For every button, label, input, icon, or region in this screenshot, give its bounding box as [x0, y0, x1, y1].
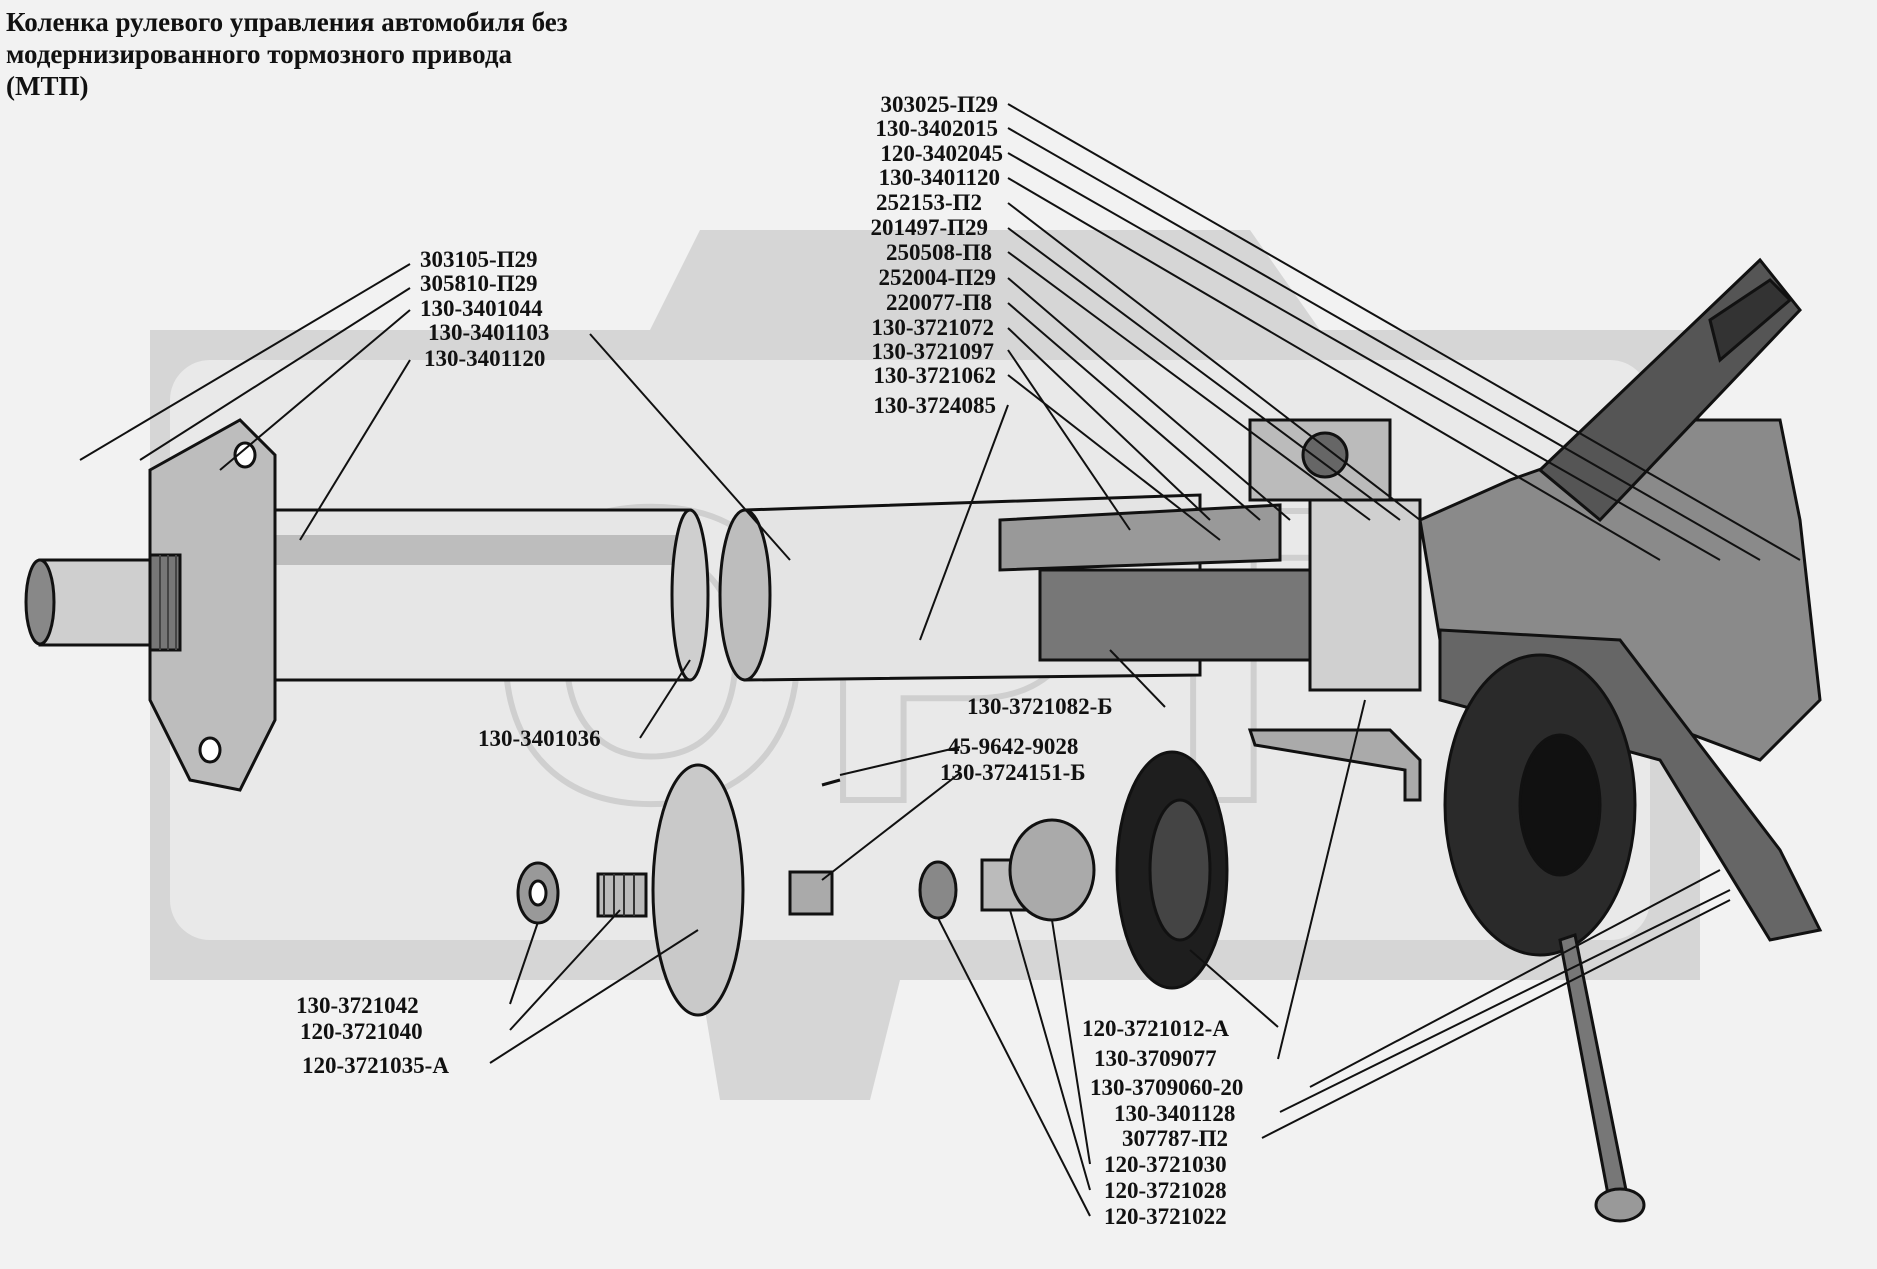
part-label: 305810-П29	[420, 271, 538, 296]
part-label: 130-3721082-Б	[967, 694, 1113, 719]
part-label: 250508-П8	[885, 240, 992, 265]
part-label: 130-3724151-Б	[940, 760, 1086, 785]
lever-rod	[1558, 933, 1646, 1223]
mounting-flange	[148, 418, 277, 792]
page-title: Коленка рулевого управления автомобиля б…	[6, 6, 766, 102]
steering-column-tube-middle	[718, 493, 1322, 682]
part-label: 201497-П29	[870, 215, 988, 240]
part-label: 120-3721028	[1104, 1178, 1227, 1203]
part-label: 130-3721072	[871, 315, 994, 340]
part-label: 120-3721040	[300, 1019, 423, 1044]
part-label: 252153-П2	[875, 190, 982, 215]
part-label: 130-3402015	[875, 116, 998, 141]
exploded-parts	[516, 728, 1422, 1017]
part-label: 130-3721042	[296, 993, 419, 1018]
part-label: 130-3721062	[873, 363, 996, 388]
part-label: 303105-П29	[420, 247, 538, 272]
title-line-1: Коленка рулевого управления автомобиля б…	[6, 7, 568, 37]
part-label: 120-3402045	[880, 141, 1003, 166]
part-label: 120-3721022	[1104, 1204, 1227, 1229]
part-label: 130-3721097	[871, 339, 994, 364]
part-label: 130-3401036	[478, 726, 601, 751]
part-label: 252004-П29	[878, 265, 996, 290]
part-label: 45-9642-9028	[948, 734, 1079, 759]
part-label: 130-3709077	[1094, 1046, 1217, 1071]
part-label: 130-3401044	[420, 296, 543, 321]
part-label: 120-3721030	[1104, 1152, 1227, 1177]
part-label: 130-3401120	[424, 346, 546, 371]
part-label: 220077-П8	[885, 290, 992, 315]
part-label: 130-3401120	[878, 165, 1000, 190]
part-label: 307787-П2	[1122, 1126, 1229, 1151]
part-label: 130-3709060-20	[1090, 1075, 1244, 1100]
part-label: 120-3721012-А	[1082, 1016, 1229, 1041]
part-label: 120-3721035-А	[302, 1053, 449, 1078]
part-label: 303025-П29	[880, 92, 998, 117]
leader-lines	[79, 103, 1801, 1217]
part-label: 130-3401128	[1114, 1101, 1236, 1126]
title-line-2: модернизированного тормозного привода	[6, 39, 513, 69]
horn-button-cap	[1443, 653, 1637, 957]
part-label: 130-3724085	[873, 393, 996, 418]
shaft-end-splined	[24, 553, 182, 652]
part-label: 130-3401103	[428, 320, 550, 345]
title-line-3: (МТП)	[6, 71, 89, 101]
clamp-ring	[1248, 418, 1422, 692]
